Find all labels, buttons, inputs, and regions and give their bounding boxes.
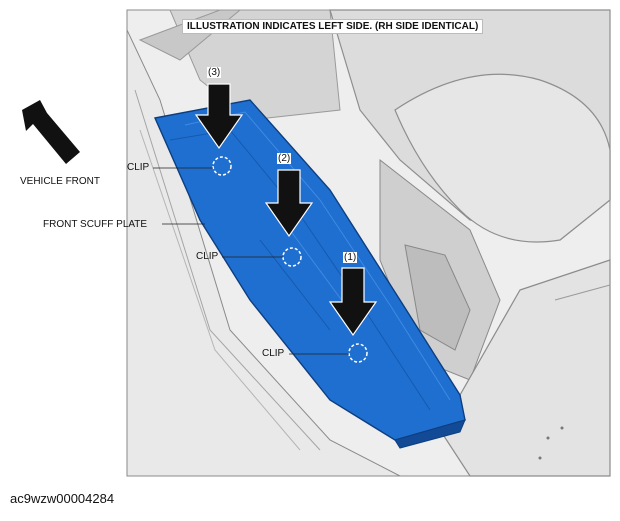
press-arrow-1 — [328, 267, 378, 337]
vehicle-front-label: VEHICLE FRONT — [20, 176, 101, 187]
vehicle-front-arrow-icon — [22, 100, 80, 164]
scuff-plate-edge — [394, 419, 466, 449]
scuff-plate-label: FRONT SCUFF PLATE — [43, 219, 148, 230]
step-label-1: (1) — [343, 252, 358, 263]
press-arrow-3 — [194, 83, 244, 150]
press-arrow-2 — [264, 169, 314, 238]
body-sill — [126, 29, 401, 477]
floor-mat — [169, 9, 341, 121]
clip-marker-2 — [282, 247, 302, 267]
clip-label-3: CLIP — [127, 162, 150, 173]
step-label-2: (2) — [277, 153, 292, 164]
clip-marker-3 — [212, 156, 232, 176]
clip-label-2: CLIP — [196, 251, 219, 262]
figure-id: ac9wzw00004284 — [10, 491, 115, 506]
seat-lever — [404, 244, 471, 351]
step-label-3: (3) — [207, 67, 222, 78]
clip-marker-1 — [348, 343, 368, 363]
seat-bolster — [394, 73, 611, 243]
illustration-banner: ILLUSTRATION INDICATES LEFT SIDE. (RH SI… — [182, 19, 484, 34]
clip-label-1: CLIP — [262, 348, 285, 359]
